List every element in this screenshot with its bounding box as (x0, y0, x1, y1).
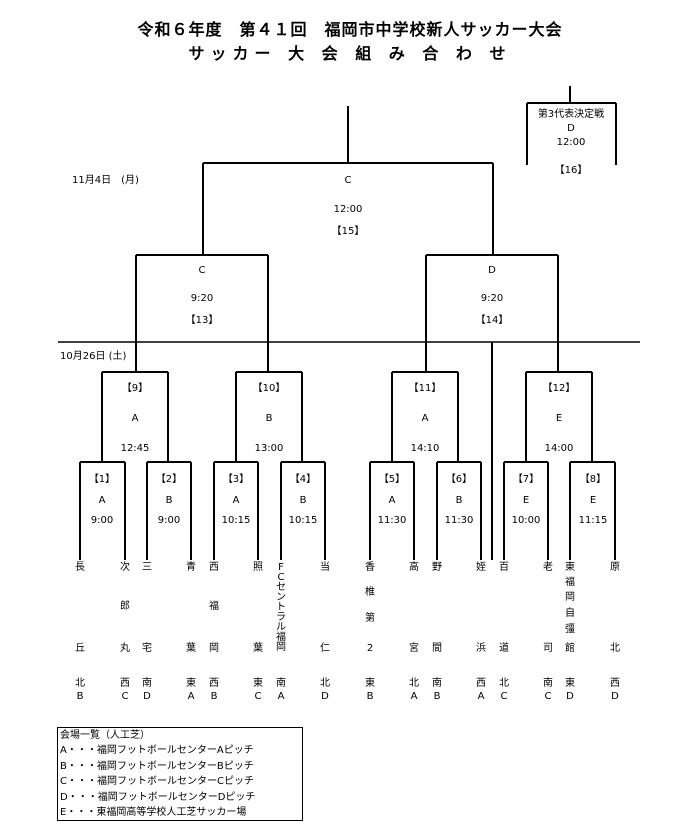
match-number: 【10】 (253, 382, 286, 394)
match-time: 14:00 (545, 443, 574, 454)
team-name: 当仁 (320, 560, 330, 654)
match-number: 【12】 (543, 382, 576, 394)
match-number: 【1】 (89, 473, 115, 485)
match-time: 10:15 (222, 515, 251, 526)
third-place-venue: D (567, 123, 575, 134)
legend-item: A・・・福岡フットボールセンターAピッチ (60, 745, 254, 757)
match-time: 14:10 (411, 443, 440, 454)
match-time: 9:20 (191, 293, 213, 304)
match-number: 【4】 (290, 473, 316, 485)
team-name: 長丘 (75, 561, 85, 654)
legend-item: C・・・福岡フットボールセンターCピッチ (60, 776, 254, 788)
match-venue: C (345, 175, 352, 186)
match-venue: E (590, 495, 596, 506)
match-time: 9:20 (481, 293, 503, 304)
match-number: 【15】 (332, 225, 365, 237)
match-venue: A (233, 495, 240, 506)
match-venue: A (99, 495, 106, 506)
match-number: 【13】 (186, 314, 219, 326)
match-number: 【9】 (122, 382, 148, 394)
third-place-label: 第3代表決定戦 (538, 107, 604, 120)
match-time: 12:00 (334, 204, 363, 215)
match-number: 【8】 (580, 473, 606, 485)
first-round-date: 10月26日 (土) (60, 349, 127, 362)
match-venue: B (300, 495, 307, 506)
bracket-subtitle: サッカー 大 会 組 み 合 わ せ (188, 44, 512, 63)
match-time: 9:00 (91, 515, 113, 526)
team-name: 青葉 (186, 560, 196, 654)
match-venue: B (166, 495, 173, 506)
match-time: 10:15 (289, 515, 318, 526)
team-name: 照葉 (253, 561, 263, 654)
match-number: 【11】 (409, 382, 442, 394)
team-name: 西福岡 (209, 562, 219, 654)
match-time: 13:00 (255, 443, 284, 454)
match-time: 12:45 (121, 443, 150, 454)
match-venue: E (523, 495, 529, 506)
match-time: 10:00 (512, 515, 541, 526)
team-name: 高宮 (409, 560, 419, 654)
match-time: 9:00 (158, 515, 180, 526)
team-name: 次郎丸 (120, 560, 130, 654)
match-venue: B (456, 495, 463, 506)
match-venue: A (422, 413, 429, 424)
legend-title: 会場一覧（人工芝） (60, 730, 150, 741)
third-place-no: 【16】 (555, 164, 588, 176)
match-number: 【7】 (513, 473, 539, 485)
team-name: 野間 (432, 561, 442, 654)
third-place-time: 12:00 (557, 137, 586, 148)
match-venue: A (389, 495, 396, 506)
match-number: 【3】 (223, 473, 249, 485)
match-number: 【2】 (156, 473, 182, 485)
team-name: 三宅 (142, 562, 152, 654)
match-number: 【6】 (446, 473, 472, 485)
match-time: 11:15 (579, 515, 608, 526)
match-venue: E (556, 413, 562, 424)
team-name: 百道 (499, 561, 509, 654)
final-date: 11月4日 (月) (72, 174, 139, 186)
team-name: 姪浜 (476, 560, 486, 654)
match-number: 【14】 (476, 314, 509, 326)
match-venue: A (132, 413, 139, 424)
match-venue: B (266, 413, 273, 424)
legend-item: D・・・福岡フットボールセンターDピッチ (60, 791, 256, 803)
match-time: 11:30 (378, 515, 407, 526)
match-time: 11:30 (445, 515, 474, 526)
venue-legend: 会場一覧（人工芝） A・・・福岡フットボールセンターAピッチ B・・・福岡フット… (57, 727, 303, 822)
tournament-title: 令和６年度 第４１回 福岡市中学校新人サッカー大会 (137, 20, 563, 39)
team-name: 老司 (543, 560, 553, 654)
legend-item: B・・・福岡フットボールセンターBピッチ (60, 760, 254, 772)
match-venue: D (488, 265, 496, 276)
match-number: 【5】 (379, 473, 405, 485)
legend-item: E・・・東福岡高等学校人工芝サッカー場 (60, 807, 247, 819)
match-venue: C (199, 265, 206, 276)
team-name: 東福岡自彊館 (565, 560, 575, 654)
team-name: 原北 (610, 561, 620, 654)
